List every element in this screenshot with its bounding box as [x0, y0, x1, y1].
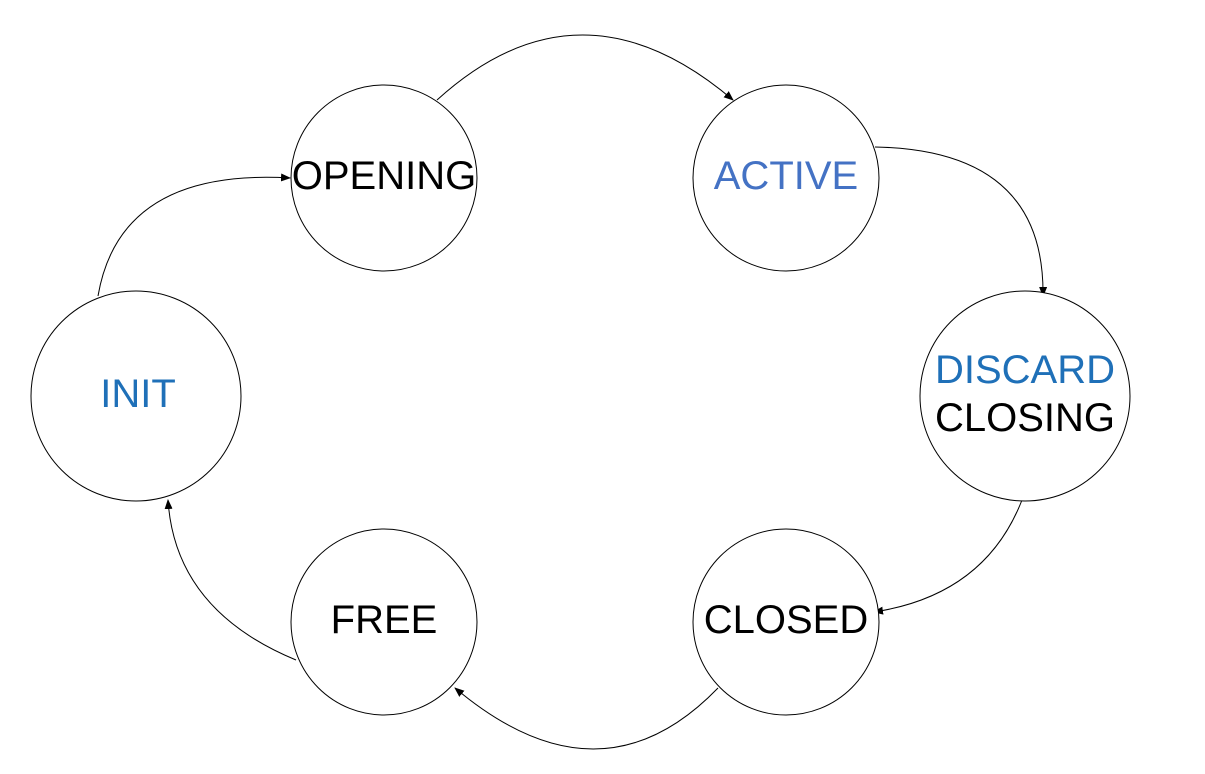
state-opening-circle [290, 84, 478, 272]
state-free-label: FREE [331, 598, 438, 642]
state-discard-closing-circle [919, 290, 1131, 502]
transition-opening-to-active [436, 34, 734, 101]
state-opening: OPENING [290, 84, 478, 272]
state-opening-label: OPENING [292, 154, 476, 198]
state-closed: CLOSED [692, 528, 880, 716]
state-active: ACTIVE [692, 84, 880, 272]
state-closed-circle [692, 528, 880, 716]
state-init-label: INIT [100, 372, 176, 416]
state-discard-label: DISCARD [935, 348, 1115, 392]
state-closed-label: CLOSED [704, 598, 869, 642]
transition-discard-closing-to-closed [873, 499, 1023, 615]
transition-init-to-opening [97, 173, 291, 297]
transition-active-to-discard-closing [874, 146, 1048, 297]
state-free: FREE [290, 528, 478, 716]
state-init-circle [30, 290, 242, 502]
state-active-label: ACTIVE [714, 154, 858, 198]
state-active-circle [692, 84, 880, 272]
state-discard-closing: DISCARD CLOSING [919, 290, 1131, 502]
state-free-circle [290, 528, 478, 716]
transition-free-to-init [164, 499, 297, 661]
state-init: INIT [30, 290, 242, 502]
transition-closed-to-free [454, 687, 719, 750]
state-closing-label: CLOSING [935, 396, 1115, 440]
